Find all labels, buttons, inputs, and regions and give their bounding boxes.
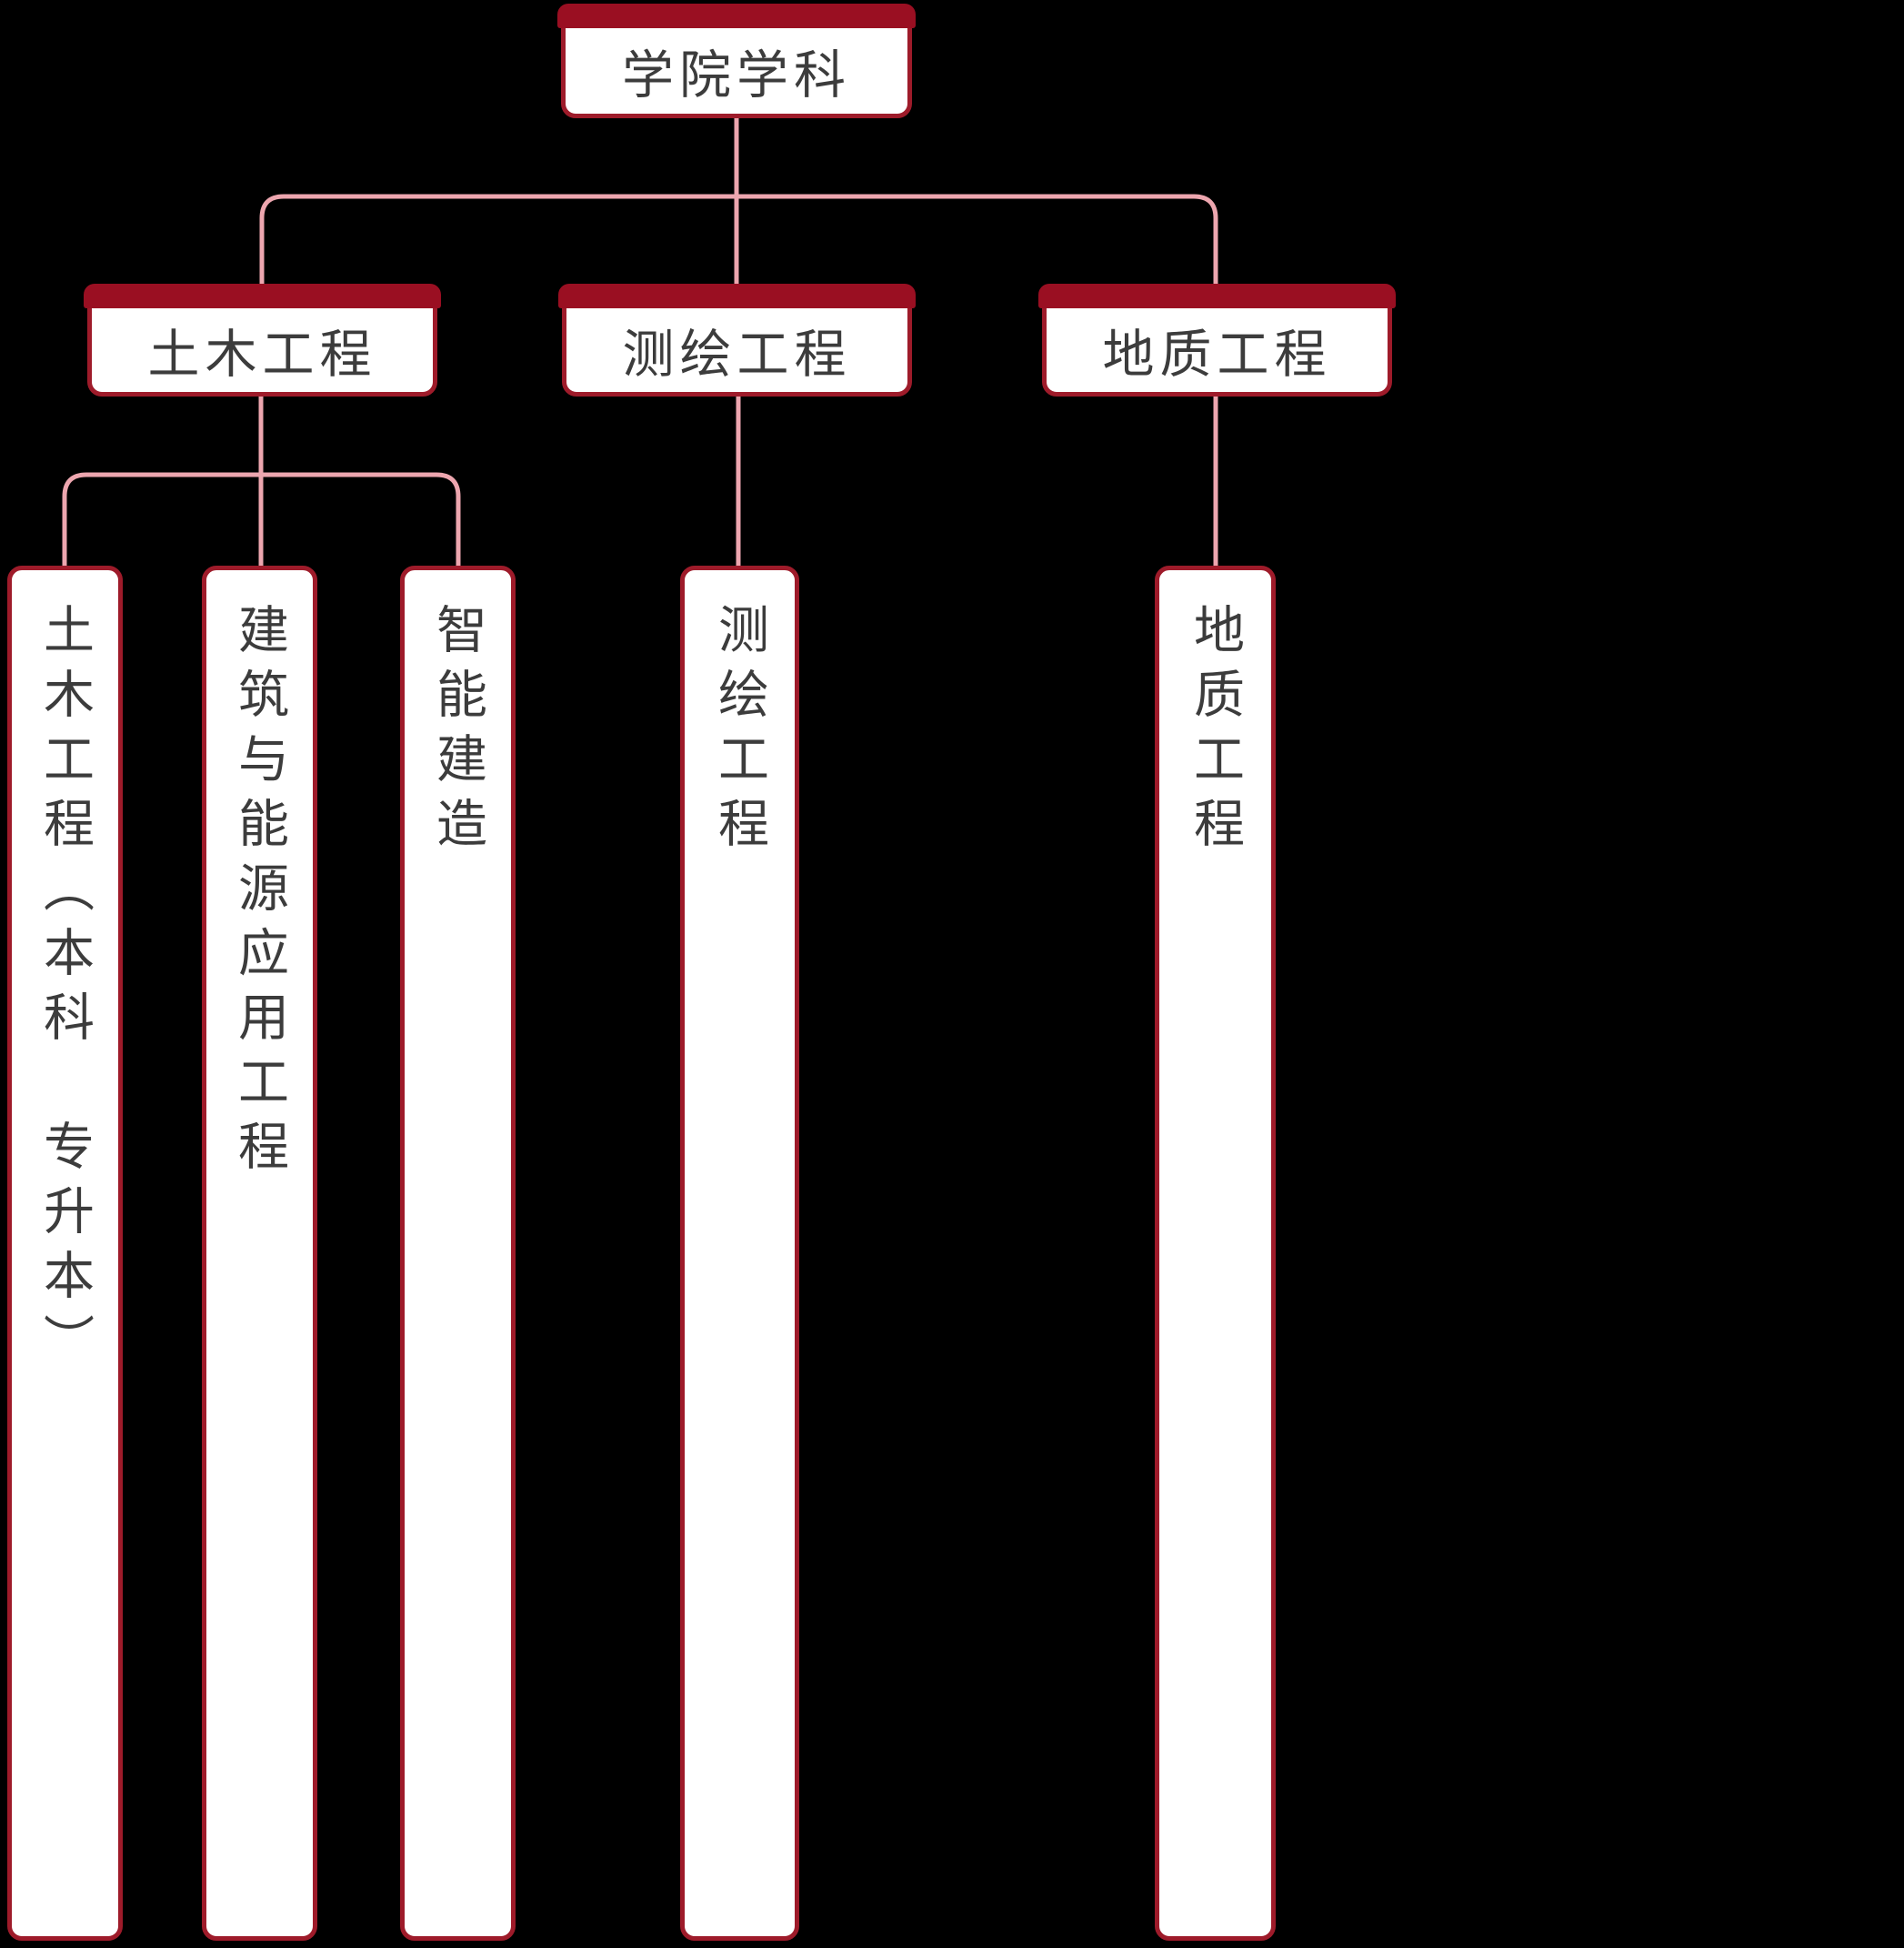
branch-node-cap <box>84 284 441 308</box>
branch-node-label: 测绘工程 <box>622 326 852 384</box>
leaf-node-label: 建筑与能源应用工程 <box>231 603 289 1184</box>
leaf-node-surveying-engineering: 测绘工程 <box>680 566 799 1941</box>
root-node: 学院学科 <box>557 4 916 118</box>
leaf-node-label: 测绘工程 <box>711 603 769 861</box>
branch-node-cap <box>558 284 916 308</box>
leaf-node-label: 土木工程（本科 专升本） <box>36 603 95 1378</box>
connector-level1-rail <box>259 194 1218 286</box>
connector-civil-rail <box>62 472 461 568</box>
leaf-node-label: 地质工程 <box>1187 603 1245 861</box>
branch-node-cap <box>1038 284 1396 308</box>
leaf-node-civil-engineering-program: 土木工程（本科 专升本） <box>7 566 123 1941</box>
branch-node-surveying-engineering: 测绘工程 <box>558 284 916 397</box>
branch-node-civil-engineering: 土木工程 <box>84 284 441 397</box>
leaf-node-building-energy-engineering: 建筑与能源应用工程 <box>202 566 317 1941</box>
root-node-label: 学院学科 <box>622 46 851 105</box>
root-node-cap <box>557 4 916 28</box>
branch-node-label: 地质工程 <box>1102 326 1332 384</box>
branch-node-geological-engineering: 地质工程 <box>1038 284 1396 397</box>
leaf-node-intelligent-construction: 智能建造 <box>400 566 516 1941</box>
branch-node-label: 土木工程 <box>147 326 377 384</box>
leaf-node-label: 智能建造 <box>429 603 487 861</box>
leaf-node-geological-engineering: 地质工程 <box>1155 566 1276 1941</box>
